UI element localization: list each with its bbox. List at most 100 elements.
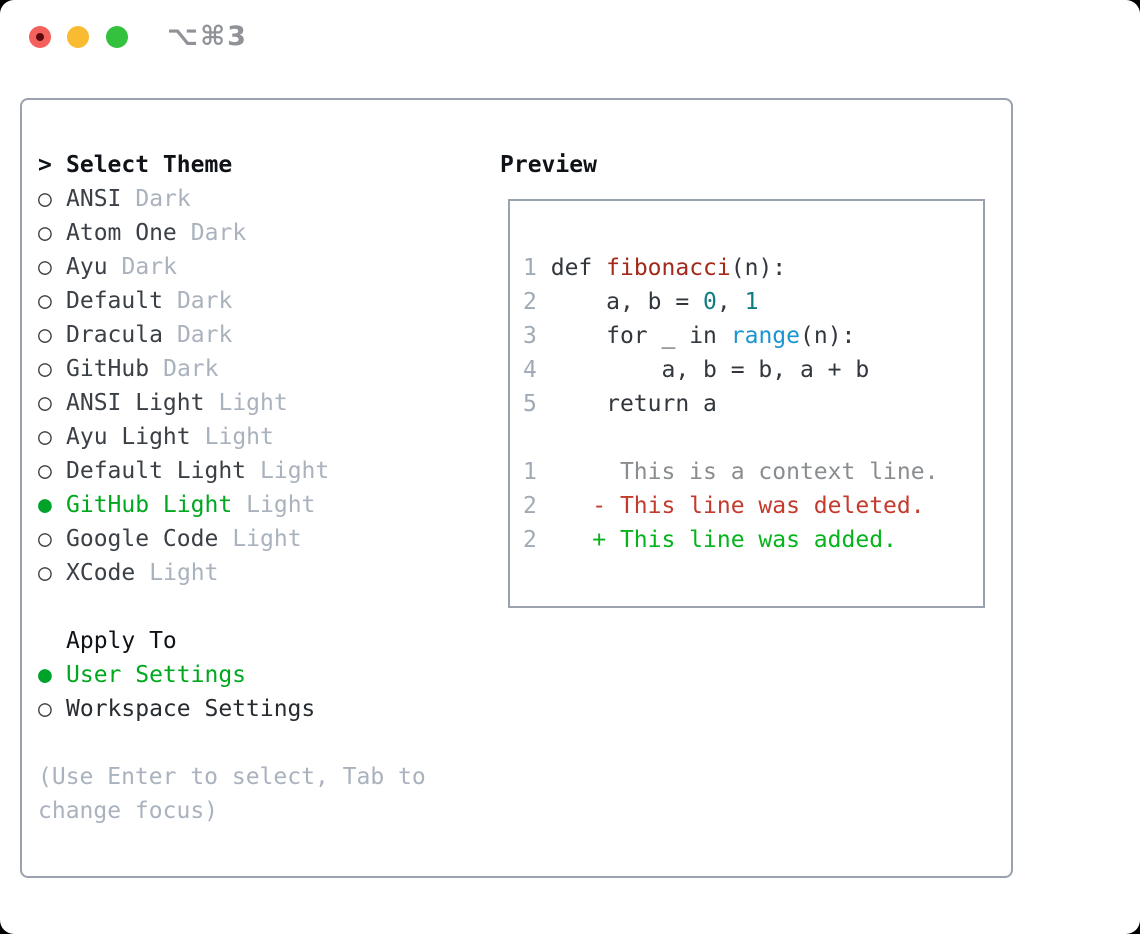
theme-option[interactable]: ○ Dracula Dark: [38, 318, 426, 352]
theme-name: Google Code: [66, 526, 219, 552]
hint-line-1: (Use Enter to select, Tab to: [38, 764, 426, 790]
line-number: 1: [523, 255, 537, 281]
hint-text: (Use Enter to select, Tab to change focu…: [38, 760, 426, 828]
radio-icon: ○: [38, 526, 52, 552]
zoom-button-icon[interactable]: [106, 26, 128, 48]
theme-variant: Light: [246, 492, 316, 518]
theme-name: Ayu Light: [66, 424, 191, 450]
radio-icon: ○: [38, 220, 52, 246]
code-line: 2 + This line was added.: [523, 523, 983, 557]
code-token: for: [606, 323, 648, 349]
theme-variant: Light: [149, 560, 219, 586]
radio-icon: ○: [38, 560, 52, 586]
theme-list-title: Select Theme: [66, 152, 233, 178]
theme-name: Atom One: [66, 220, 177, 246]
minimize-button-icon[interactable]: [67, 26, 89, 48]
code-line: 2 - This line was deleted.: [523, 489, 983, 523]
code-line: 2 a, b = 0, 1: [523, 285, 983, 319]
code-token: a: [689, 391, 717, 417]
radio-icon: ●: [38, 492, 52, 518]
line-number: 2: [523, 289, 537, 315]
code-line: [523, 421, 983, 455]
apply-to-header: Apply To: [38, 624, 426, 658]
code-token: _: [647, 323, 690, 349]
theme-name: XCode: [66, 560, 136, 586]
apply-option-label: User Settings: [66, 662, 247, 688]
radio-icon: ●: [38, 662, 52, 688]
code-token: + This line was added.: [536, 527, 897, 553]
code-token: (n):: [730, 255, 787, 281]
preview-title: Preview: [500, 152, 597, 178]
code-token: [537, 255, 551, 281]
theme-name: ANSI: [66, 186, 122, 212]
spacer: [38, 590, 426, 624]
theme-variant: Dark: [135, 186, 191, 212]
code-line: 5 return a: [523, 387, 983, 421]
code-line: 1 def fibonacci(n):: [523, 251, 983, 285]
theme-option[interactable]: ○ XCode Light: [38, 556, 426, 590]
radio-icon: ○: [38, 288, 52, 314]
radio-icon: ○: [38, 696, 52, 722]
theme-list-header: > Select Theme: [38, 148, 426, 182]
window-title: ⌥⌘3: [167, 21, 248, 52]
radio-icon: ○: [38, 254, 52, 280]
code-token: a, b =: [536, 289, 704, 315]
radio-icon: ○: [38, 356, 52, 382]
theme-variant: Dark: [176, 288, 233, 314]
theme-name: Default: [66, 288, 163, 314]
theme-variant: Dark: [176, 322, 233, 348]
hint-line-2: change focus): [38, 798, 219, 824]
theme-variant: Light: [218, 390, 288, 416]
radio-icon: ○: [38, 424, 52, 450]
theme-name: Ayu: [66, 254, 108, 280]
apply-to-option[interactable]: ● User Settings: [38, 658, 426, 692]
code-token: 1: [744, 289, 759, 315]
theme-variant: Light: [232, 526, 302, 552]
code-token: This is a context line.: [536, 459, 939, 485]
theme-name: Dracula: [66, 322, 163, 348]
theme-option[interactable]: ○ Ayu Dark: [38, 250, 426, 284]
theme-name: GitHub: [66, 356, 150, 382]
theme-variant: Dark: [163, 356, 219, 382]
code-token: [717, 323, 731, 349]
line-number: 1: [523, 459, 537, 485]
code-token: range: [730, 323, 801, 349]
close-button-icon[interactable]: [29, 26, 51, 48]
apply-to-option[interactable]: ○ Workspace Settings: [38, 692, 426, 726]
code-token: return: [606, 391, 690, 417]
spacer: [38, 726, 426, 760]
theme-option[interactable]: ○ Default Dark: [38, 284, 426, 318]
theme-variant: Dark: [190, 220, 247, 246]
radio-icon: ○: [38, 186, 52, 212]
theme-option[interactable]: ○ Google Code Light: [38, 522, 426, 556]
line-number: 4: [523, 357, 537, 383]
theme-option[interactable]: ○ Atom One Dark: [38, 216, 426, 250]
prompt-icon: >: [38, 152, 52, 178]
code-token: [592, 255, 606, 281]
apply-option-label: Workspace Settings: [66, 696, 316, 722]
code-token: 0: [703, 289, 717, 315]
apply-to-group: Apply To ● User Settings ○ Workspace Settin…: [38, 624, 426, 726]
line-number: 5: [523, 391, 537, 417]
radio-icon: ○: [38, 322, 52, 348]
line-number: 2: [523, 527, 537, 553]
theme-name: ANSI Light: [66, 390, 205, 416]
code-token: ,: [716, 289, 745, 315]
theme-option[interactable]: ○ ANSI Dark: [38, 182, 426, 216]
code-line: 1 This is a context line.: [523, 455, 983, 489]
line-number: 3: [523, 323, 537, 349]
theme-variant: Dark: [121, 254, 177, 280]
code-token: def: [550, 255, 593, 281]
line-number: 2: [523, 493, 537, 519]
theme-option[interactable]: ○ GitHub Dark: [38, 352, 426, 386]
apply-to-title: Apply To: [66, 628, 177, 654]
